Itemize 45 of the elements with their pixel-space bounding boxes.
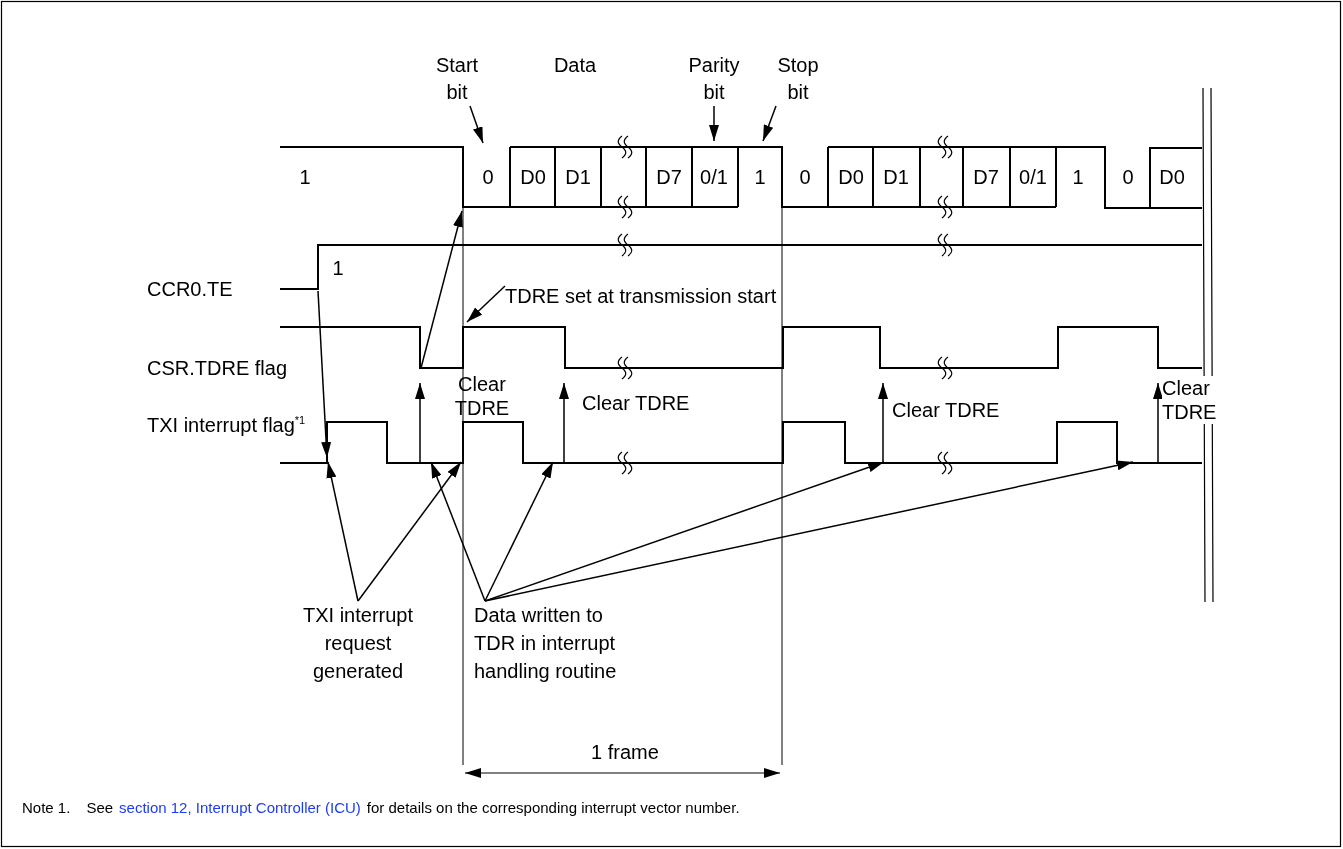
annotation-text: TDRE set at transmission start xyxy=(505,283,777,310)
annotation-text: Clear TDRE xyxy=(892,398,1000,423)
note-label: Note 1. xyxy=(22,798,71,818)
leader-line xyxy=(484,460,1134,602)
bit-value: 1 xyxy=(754,165,766,190)
bit-value: D1 xyxy=(883,165,909,190)
annotation-text: Parity bit xyxy=(679,52,749,106)
bit-value: D7 xyxy=(973,165,999,190)
annotation-text: Clear TDRE xyxy=(453,372,511,420)
section-link: section 12, Interrupt Controller (ICU) xyxy=(119,798,361,818)
signal-name: TXI interrupt flag$^{*1}$ xyxy=(147,413,306,438)
leader-line xyxy=(762,105,777,142)
signal-name: CSR.TDRE flag xyxy=(147,356,288,381)
bit-value: D7 xyxy=(656,165,682,190)
note-text: See xyxy=(86,798,114,818)
bit-value: D0 xyxy=(838,165,864,190)
leader-line xyxy=(484,461,885,602)
leader-line xyxy=(430,461,486,602)
bit-value: 0 xyxy=(799,165,811,190)
annotation-text: Clear TDRE xyxy=(582,391,690,416)
bit-value: D0 xyxy=(520,165,546,190)
bit-value: 1 xyxy=(299,165,311,190)
dimension-label: 1 frame xyxy=(591,740,659,765)
leader-line xyxy=(466,285,506,323)
leader-line xyxy=(469,105,484,144)
leader-line xyxy=(709,105,719,142)
annotation-text: Clear TDRE xyxy=(1162,376,1218,424)
bit-value: 1 xyxy=(1072,165,1084,190)
annotation-text: Start bit xyxy=(425,52,489,106)
bit-value: 0/1 xyxy=(1019,165,1047,190)
bit-value: D0 xyxy=(1159,165,1185,190)
annotation-text: Stop bit xyxy=(770,52,826,106)
leader-line xyxy=(326,461,359,602)
annotation-text: TXI interrupt request generated xyxy=(288,601,428,685)
leader-line xyxy=(357,461,462,602)
leader-line xyxy=(484,461,554,602)
bit-value: D1 xyxy=(565,165,591,190)
note-text: for details on the corresponding interrupt vector number. xyxy=(366,798,740,818)
signal-value: 1 xyxy=(332,256,344,281)
bit-value: 0/1 xyxy=(700,165,728,190)
field-label: Data xyxy=(553,53,597,78)
annotation-text: Data written to TDR in interrupt handling routine xyxy=(474,601,636,685)
bit-value: 0 xyxy=(482,165,494,190)
bit-value: 0 xyxy=(1122,165,1134,190)
signal-name: CCR0.TE xyxy=(147,277,233,302)
